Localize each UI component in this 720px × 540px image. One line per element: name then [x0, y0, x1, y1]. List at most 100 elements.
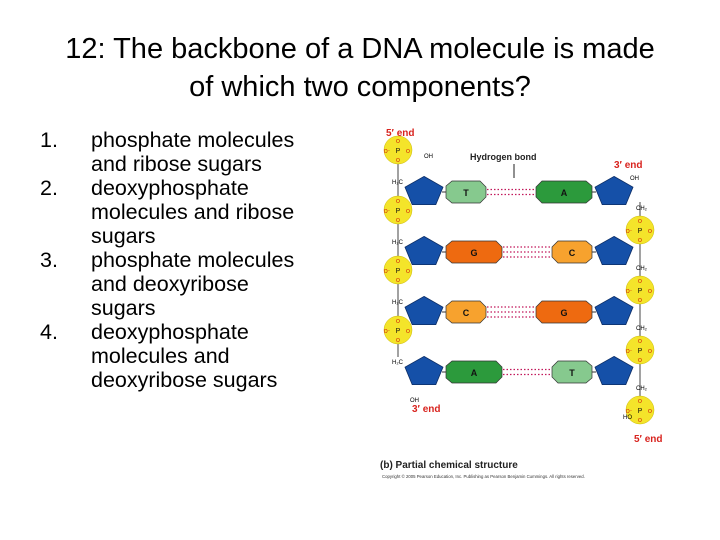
phosphate-circle — [625, 335, 655, 365]
answer-text-line: phosphate molecules — [91, 128, 295, 152]
oxygen-atom: O — [638, 358, 642, 364]
answer-text-line: molecules and ribose — [91, 200, 295, 224]
answer-text-line: and ribose sugars — [91, 152, 262, 176]
deoxyribose-sugar-right — [594, 295, 634, 326]
oxygen-atom: O — [396, 199, 400, 205]
phosphate-group: POO⁻OO — [383, 255, 413, 285]
oxygen-atom: O — [648, 409, 652, 415]
deoxyribose-sugar-left — [404, 355, 444, 386]
answer-text-line: deoxyribose sugars — [91, 368, 278, 392]
three-prime-end-top-label: 3′ end — [614, 160, 643, 171]
phosphate-group: POO⁻OO — [383, 135, 413, 165]
oxygen-atom: O⁻ — [384, 209, 391, 215]
phosphate-circle — [383, 255, 413, 285]
oxygen-atom: O — [648, 229, 652, 235]
oxygen-atom: O⁻ — [384, 269, 391, 275]
figure-copyright: Copyright © 2005 Pearson Education, Inc.… — [382, 474, 585, 479]
base-letter-right: G — [560, 308, 567, 318]
oxygen-atom: O — [396, 319, 400, 325]
phosphate-group: POO⁻OO — [625, 335, 655, 365]
phosphate-group: POO⁻OO — [625, 215, 655, 245]
base-pair-row: H₂C CH₂ G C — [392, 235, 648, 272]
oxygen-atom: O — [638, 339, 642, 345]
oxygen-atom: O — [396, 139, 400, 145]
answer-text-line: phosphate molecules — [91, 248, 295, 272]
oxygen-atom: O — [406, 209, 410, 215]
h2c-label: H₂C — [392, 360, 404, 366]
nitrogenous-base-left — [445, 360, 503, 384]
phosphate-group: POO⁻OO — [384, 315, 413, 345]
answer-number: 3. — [40, 248, 58, 272]
phosphorus-atom: P — [638, 348, 643, 355]
phosphorus-atom: P — [396, 208, 401, 215]
base-letter-left: C — [463, 308, 470, 318]
h2c-label: H₂C — [392, 180, 404, 186]
oxygen-atom: O — [406, 269, 410, 275]
oxygen-atom: O — [638, 219, 642, 225]
oh-label: OH — [410, 398, 419, 404]
deoxyribose-sugar-left — [404, 295, 444, 326]
phosphate-circle — [625, 215, 655, 245]
slide-title: 12: The backbone of a DNA molecule is ma… — [0, 30, 720, 106]
phosphate-circle — [383, 195, 413, 225]
base-letter-left: T — [463, 188, 469, 198]
answer-text-line: molecules and — [91, 344, 230, 368]
base-letter-left: A — [471, 368, 478, 378]
deoxyribose-sugar-right — [594, 235, 634, 266]
oxygen-atom: O⁻ — [626, 349, 633, 355]
slide-title-line-1: 12: The backbone of a DNA molecule is ma… — [65, 33, 655, 65]
oh-label: OH — [630, 176, 639, 182]
deoxyribose-sugar-left — [404, 235, 444, 266]
oxygen-atom: O — [396, 158, 400, 164]
answer-option-2[interactable]: 2. deoxyphosphate molecules and ribose s… — [40, 176, 350, 248]
oxygen-atom: O — [638, 298, 642, 304]
three-prime-end-bottom-label: 3′ end — [412, 404, 441, 415]
phosphate-group: POO⁻OO — [626, 395, 655, 425]
ho-label: HO — [623, 415, 632, 421]
ch2-label: CH₂ — [636, 326, 648, 332]
oxygen-atom: O — [406, 329, 410, 335]
oxygen-atom: O⁻ — [384, 149, 391, 155]
oxygen-atom: O — [396, 338, 400, 344]
base-letter-left: G — [470, 248, 477, 258]
oxygen-atom: O⁻ — [626, 229, 633, 235]
answer-option-1[interactable]: 1. phosphate molecules and ribose sugars — [40, 128, 350, 176]
phosphorus-atom: P — [396, 148, 401, 155]
phosphate-circle — [383, 135, 413, 165]
phosphate-group: POO⁻OO — [383, 195, 413, 225]
nitrogenous-base-right — [551, 360, 593, 384]
nitrogenous-base-left — [445, 180, 487, 204]
oxygen-atom: O — [396, 278, 400, 284]
nitrogenous-base-right — [535, 180, 593, 204]
oxygen-atom: O — [648, 289, 652, 295]
base-letter-right: C — [569, 248, 576, 258]
deoxyribose-sugar-right — [594, 175, 634, 205]
oh-label: OH — [424, 154, 433, 160]
nitrogenous-base-right — [535, 300, 593, 324]
oxygen-atom: O⁻ — [626, 409, 633, 415]
answer-text-line: deoxyphosphate — [91, 176, 249, 200]
oxygen-atom: O — [638, 399, 642, 405]
oxygen-atom: O⁻ — [626, 289, 633, 295]
oxygen-atom: O — [638, 279, 642, 285]
answer-list: 1. phosphate molecules and ribose sugars… — [40, 128, 350, 392]
ch2-label: CH₂ — [636, 266, 648, 272]
answer-option-3[interactable]: 3. phosphate molecules and deoxyribose s… — [40, 248, 350, 320]
answer-option-4[interactable]: 4. deoxyphosphate molecules and deoxyrib… — [40, 320, 350, 392]
base-letter-right: T — [569, 368, 575, 378]
deoxyribose-sugar-right — [594, 355, 634, 386]
phosphate-groups: POO⁻OOPOO⁻OOPOO⁻OOPOO⁻OOPOO⁻OOPOO⁻OOPOO⁻… — [383, 135, 655, 425]
answer-text-line: sugars — [91, 296, 156, 320]
phosphorus-atom: P — [396, 268, 401, 275]
h2c-label: H₂C — [392, 240, 404, 246]
phosphorus-atom: P — [638, 288, 643, 295]
phosphate-group: POO⁻OO — [626, 275, 655, 305]
phosphorus-atom: P — [638, 228, 643, 235]
phosphorus-atom: P — [638, 408, 643, 415]
answer-number: 4. — [40, 320, 58, 344]
answer-text-line: deoxyphosphate — [91, 320, 249, 344]
